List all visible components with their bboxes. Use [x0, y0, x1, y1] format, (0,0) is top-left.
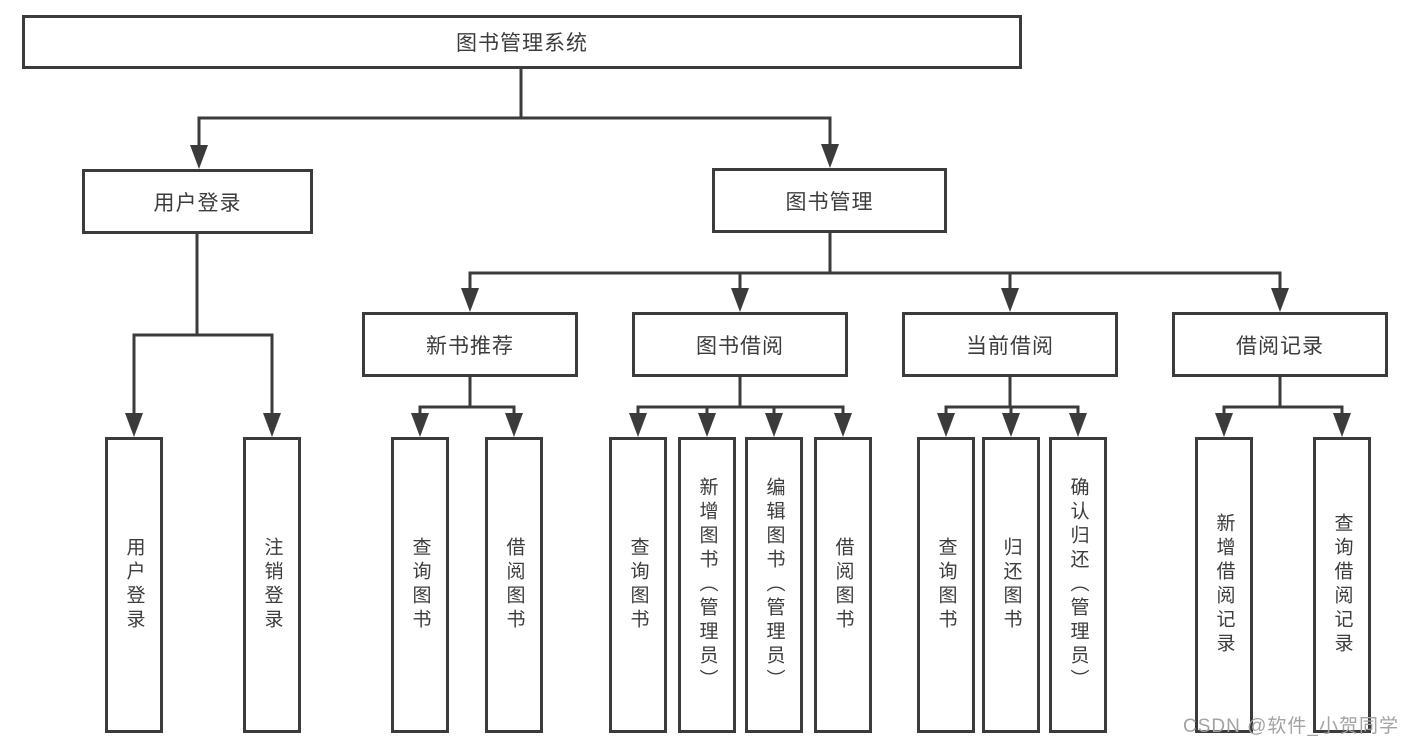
node-book-borrowing: 图书借阅: [632, 312, 848, 377]
node-logout-leaf: 注销登录: [243, 437, 301, 733]
node-label: 确认归还（管理员）: [1067, 477, 1089, 693]
node-user-login: 用户登录: [82, 169, 313, 234]
node-label: 新增图书（管理员）: [696, 477, 718, 693]
node-query-book-current: 查询图书: [917, 437, 975, 733]
node-label: 图书管理系统: [456, 32, 588, 55]
node-label: 查询图书: [627, 537, 649, 633]
node-label: 用户登录: [123, 537, 145, 633]
node-label: 新增借阅记录: [1213, 513, 1235, 657]
node-add-book-admin: 新增图书（管理员）: [678, 437, 736, 733]
node-label: 借阅记录: [1236, 334, 1324, 358]
arrowheads: [125, 144, 1351, 437]
node-borrowing-records: 借阅记录: [1172, 312, 1388, 377]
node-return-book: 归还图书: [982, 437, 1040, 733]
node-query-book-recommend: 查询图书: [391, 437, 449, 733]
node-label: 归还图书: [1000, 537, 1022, 633]
node-label: 新书推荐: [426, 334, 514, 358]
node-label: 当前借阅: [966, 334, 1054, 358]
node-edit-book-admin: 编辑图书（管理员）: [745, 437, 803, 733]
node-query-borrow-record: 查询借阅记录: [1313, 437, 1371, 733]
node-label: 查询图书: [935, 537, 957, 633]
node-user-login-leaf: 用户登录: [105, 437, 163, 733]
node-add-borrow-record: 新增借阅记录: [1195, 437, 1253, 733]
node-new-book-recommend: 新书推荐: [362, 312, 578, 377]
node-label: 用户登录: [153, 191, 242, 215]
node-label: 借阅图书: [503, 537, 525, 633]
node-label: 查询借阅记录: [1331, 513, 1353, 657]
node-label: 编辑图书（管理员）: [763, 477, 785, 693]
node-borrow-book-leaf: 借阅图书: [814, 437, 872, 733]
node-label: 借阅图书: [832, 537, 854, 633]
node-system-root: 图书管理系统: [22, 15, 1022, 69]
node-query-book-borrowing: 查询图书: [609, 437, 667, 733]
csdn-watermark: CSDN @软件_小贺同学: [1183, 716, 1399, 737]
node-confirm-return-admin: 确认归还（管理员）: [1049, 437, 1107, 733]
node-label: 图书借阅: [696, 334, 784, 358]
node-book-management: 图书管理: [712, 168, 947, 233]
node-current-borrowing: 当前借阅: [902, 312, 1118, 377]
node-label: 图书管理: [785, 190, 874, 214]
node-borrow-book-recommend: 借阅图书: [485, 437, 543, 733]
node-label: 注销登录: [261, 537, 283, 633]
node-label: 查询图书: [409, 537, 431, 633]
